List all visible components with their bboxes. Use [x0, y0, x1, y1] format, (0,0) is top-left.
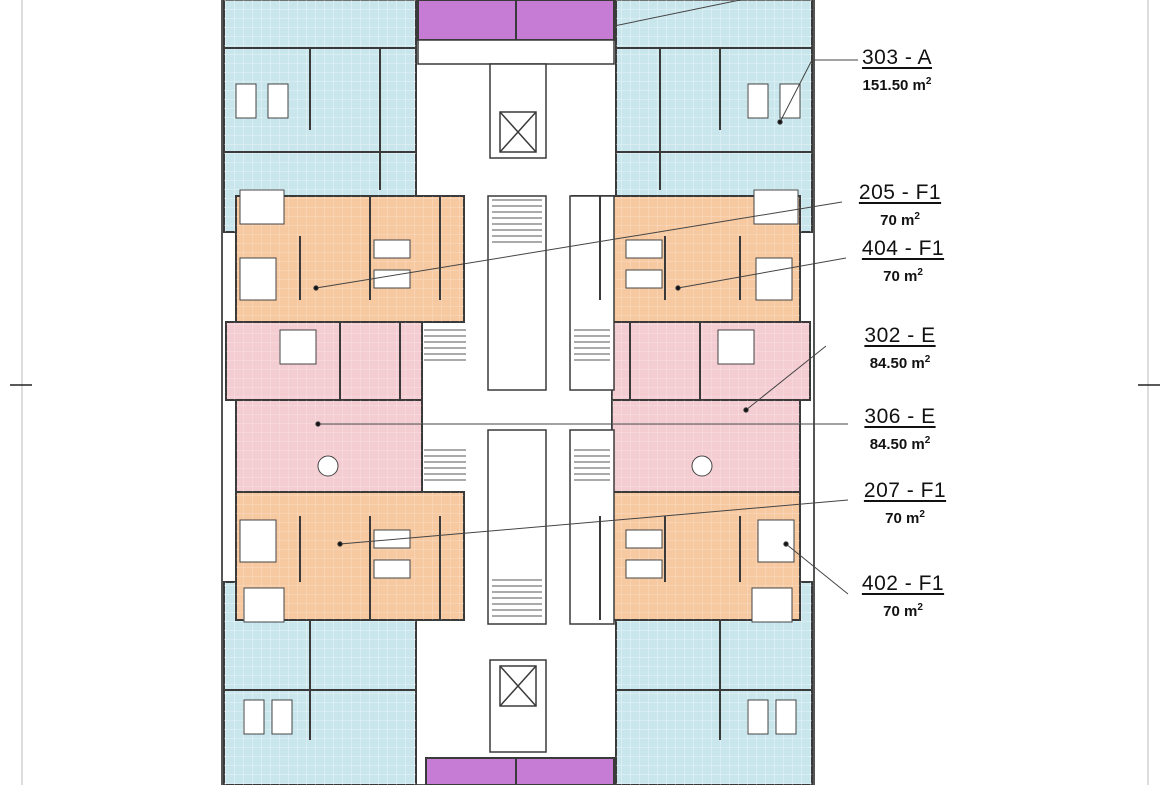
leader-lines: [313, 0, 858, 595]
core-purple-bottom: [425, 757, 615, 785]
unit-label-303-a: 303 - A 151.50 m2: [832, 47, 962, 96]
unit-label-404-f1: 404 - F1 70 m2: [838, 238, 968, 287]
unit-area: 70 m2: [885, 509, 925, 527]
unit-code: 302 - E: [864, 324, 936, 347]
unit-area: 84.50 m2: [869, 354, 931, 372]
unit-code: 402 - F1: [861, 572, 945, 595]
core-purple-top: [417, 0, 615, 65]
interior-walls: [224, 47, 812, 740]
furniture: [235, 83, 801, 735]
unit-e-mid-left: [235, 399, 423, 493]
unit-code: 306 - E: [864, 405, 936, 428]
unit-label-306-e: 306 - E 84.50 m2: [835, 406, 965, 455]
unit-area: 84.50 m2: [869, 435, 931, 453]
stairs: [424, 199, 610, 617]
unit-area: 70 m2: [880, 211, 920, 229]
unit-e-upper-right: [611, 321, 811, 401]
unit-label-205-f1: 205 - F1 70 m2: [835, 182, 965, 231]
unit-area: 151.50 m2: [862, 76, 932, 94]
unit-label-402-f1: 402 - F1 70 m2: [838, 573, 968, 622]
unit-code: 207 - F1: [863, 479, 947, 502]
unit-e-mid-right: [611, 399, 801, 493]
unit-label-302-e: 302 - E 84.50 m2: [835, 325, 965, 374]
unit-area: 70 m2: [883, 602, 923, 620]
unit-area: 70 m2: [883, 267, 923, 285]
unit-a-top-right: [615, 0, 813, 233]
central-core: [487, 63, 615, 753]
unit-code: 303 - A: [861, 46, 933, 69]
unit-e-upper-left: [225, 321, 423, 401]
unit-code: 205 - F1: [858, 181, 942, 204]
unit-label-207-f1: 207 - F1 70 m2: [840, 480, 970, 529]
unit-code: 404 - F1: [861, 237, 945, 260]
